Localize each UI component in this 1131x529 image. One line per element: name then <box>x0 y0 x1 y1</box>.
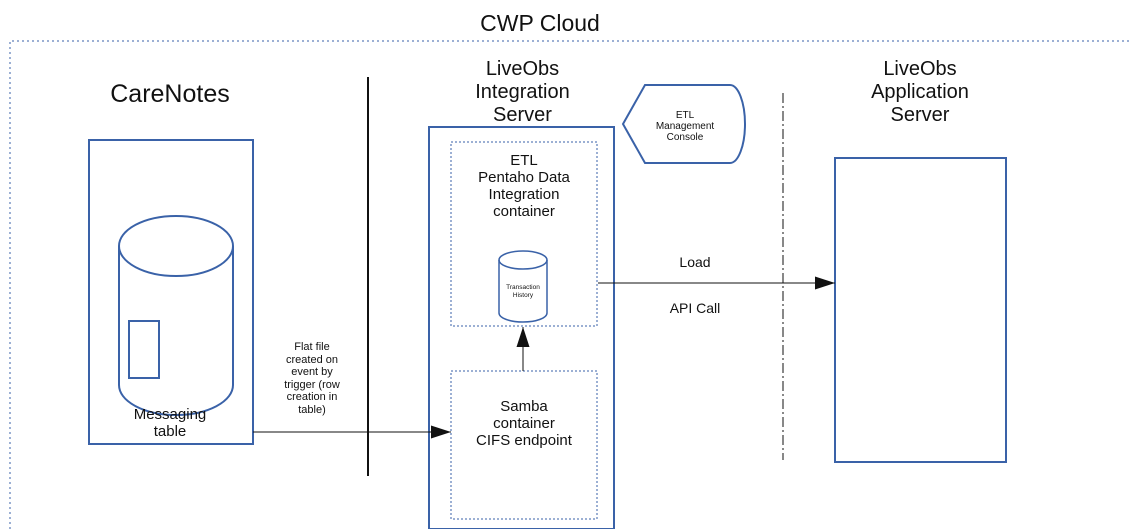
samba-container-box <box>450 370 598 520</box>
carenotes-title: CareNotes <box>110 80 230 108</box>
integration-server-box <box>428 126 615 529</box>
cloud-title: CWP Cloud <box>480 10 600 36</box>
samba-container-label: Samba container CIFS endpoint <box>476 398 572 449</box>
etl-management-console-shape <box>621 84 746 164</box>
etl-container-box <box>450 141 598 327</box>
api-call-label: API Call <box>669 300 721 316</box>
flat-file-label: Flat file created on event by trigger (r… <box>284 341 340 416</box>
load-label: Load <box>679 254 711 270</box>
transaction-history-database-icon <box>498 250 548 323</box>
integration-server-title: LiveObs Integration Server <box>475 58 570 126</box>
carenotes-box <box>88 139 254 445</box>
messaging-database-icon <box>118 215 234 416</box>
cloud-boundary <box>9 40 1131 529</box>
etl-management-console-label: ETL Management Console <box>655 110 715 143</box>
transaction-history-label: Transaction History <box>506 284 540 299</box>
application-server-title: LiveObs Application Server <box>871 58 969 126</box>
messaging-table-label: Messaging table <box>133 406 207 440</box>
etl-container-label: ETL Pentaho Data Integration container <box>478 152 570 220</box>
application-server-box <box>834 157 1007 463</box>
